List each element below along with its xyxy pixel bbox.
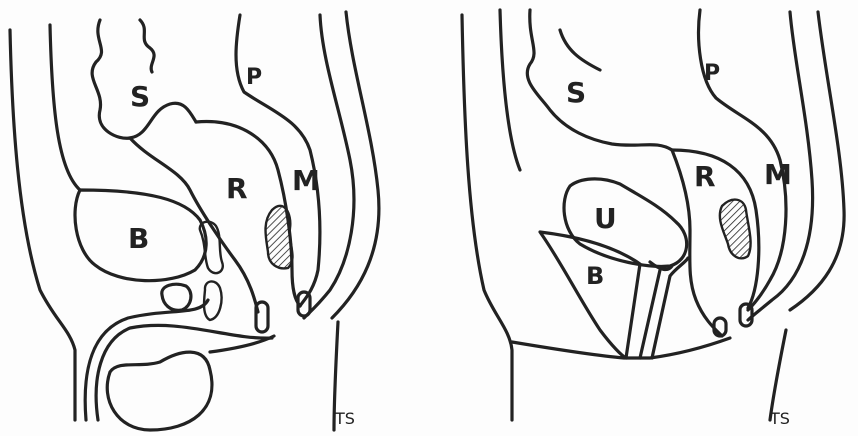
- right-label-m: M: [764, 158, 792, 191]
- left-label-b: B: [128, 222, 149, 255]
- left-label-r: R: [226, 172, 248, 205]
- left-urethra-outer: [96, 325, 272, 420]
- right-sigmoid-inner: [560, 30, 600, 70]
- left-pubic-bone: [162, 284, 191, 310]
- right-female-pelvis-diagram: S P R M U B TS: [462, 10, 844, 428]
- left-anal-sphincter-anterior: [256, 302, 268, 332]
- right-tumour: [720, 200, 751, 259]
- left-label-s: S: [130, 80, 150, 113]
- right-label-r: R: [694, 160, 716, 193]
- left-label-m: M: [292, 164, 320, 197]
- left-urethra-inner: [85, 300, 208, 420]
- right-label-p: P: [704, 61, 720, 86]
- right-label-s: S: [566, 76, 586, 109]
- right-label-u: U: [594, 202, 617, 235]
- left-perineum: [210, 336, 274, 352]
- right-label-b: B: [586, 262, 604, 290]
- left-male-pelvis-diagram: S P R M B TS: [10, 12, 379, 430]
- left-sigmoid-inner: [140, 20, 154, 72]
- left-tumour: [266, 206, 293, 269]
- right-anal-sphincter-posterior: [740, 304, 752, 326]
- left-label-ts: TS: [334, 409, 355, 428]
- left-abdominal-wall-inner: [50, 25, 80, 190]
- right-uterus: [564, 179, 687, 266]
- right-transection-line: [770, 330, 786, 420]
- left-abdominal-wall-outer: [10, 30, 75, 420]
- right-vagina-posterior: [652, 258, 688, 358]
- right-label-ts: TS: [769, 409, 790, 428]
- left-label-p: P: [246, 65, 262, 90]
- right-abdominal-wall-inner: [500, 10, 520, 170]
- left-scrotum: [107, 352, 212, 430]
- right-sigmoid: [527, 10, 672, 150]
